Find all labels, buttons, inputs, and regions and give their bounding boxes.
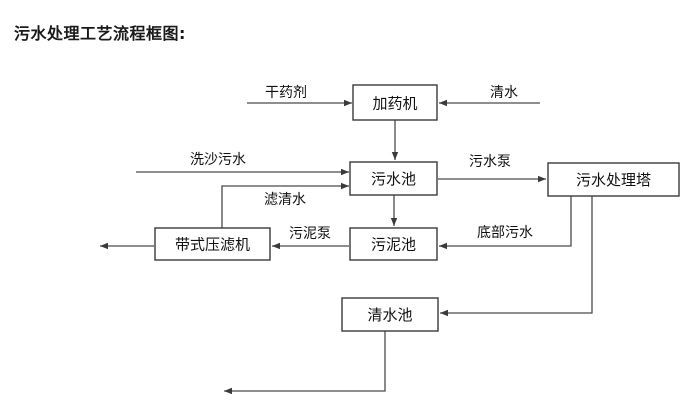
node-label-sludge-pool: 污泥池 [371,236,416,254]
edge-bottom-sewage [439,196,572,250]
edge-recycle-use [224,331,386,395]
edge-label-clean-water-in: 清水 [490,85,518,101]
node-label-sewage-pool: 污水池 [371,170,416,188]
node-sewage-treatment-tower[interactable] [547,162,680,197]
node-label-clean-water-pool: 清水池 [367,306,412,324]
node-label-dosing-machine: 加药机 [372,95,417,113]
edge-label-sand-wash-sewage-in: 洗沙污水 [190,152,246,168]
node-label-sewage-treatment-tower: 污水处理塔 [576,171,651,189]
node-sludge-pool[interactable] [349,227,438,261]
edge-label-filtrate-return: 滤清水 [264,192,306,208]
node-belt-filter-press[interactable] [154,227,271,261]
edge-filtrate-return [221,182,349,228]
edge-label-sludge-pump: 污泥泵 [289,226,331,242]
node-label-belt-filter-press: 带式压滤机 [175,236,250,254]
edge-tower-to-clean-water [440,196,593,317]
edge-label-dry-chemical-in: 干药剂 [265,85,307,101]
edge-label-bottom-sewage: 底部污水 [477,225,533,241]
node-clean-water-pool[interactable] [341,297,439,332]
edge-label-sewage-pump: 污水泵 [469,154,511,170]
page-title: 污水处理工艺流程框图: [14,24,186,43]
node-sewage-pool[interactable] [349,161,438,196]
node-dosing-machine[interactable] [352,84,438,121]
